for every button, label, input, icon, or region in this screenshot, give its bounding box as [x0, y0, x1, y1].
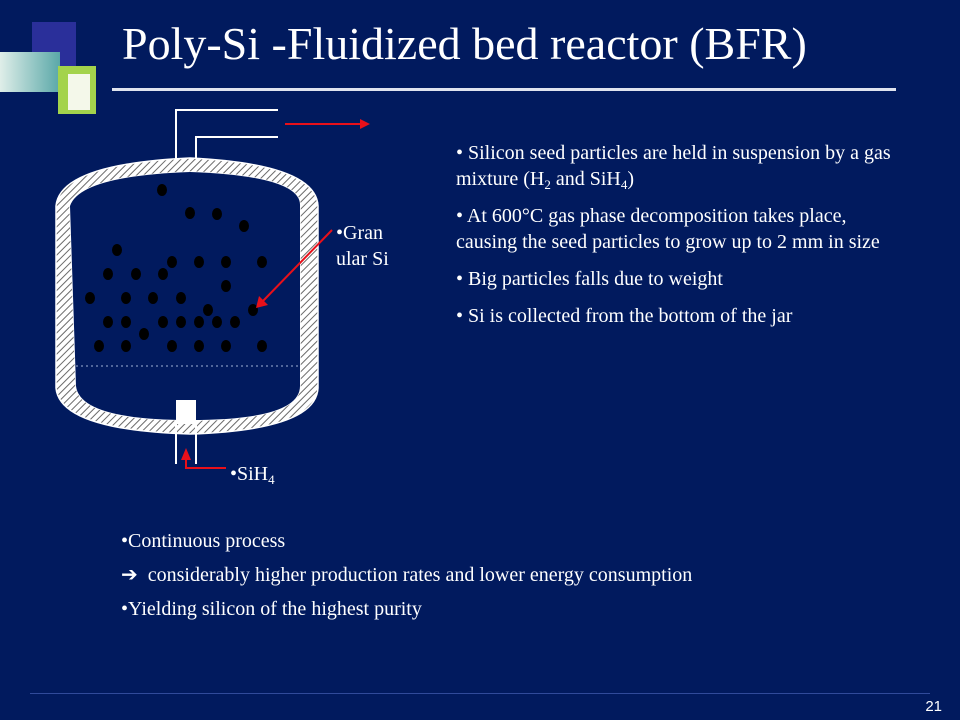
note-purity: •Yielding silicon of the highest purity	[121, 598, 422, 620]
note-production: ➔ considerably higher production rates a…	[121, 562, 841, 588]
bullet-item: • Silicon seed particles are held in sus…	[456, 140, 896, 192]
deco-square-teal	[0, 52, 60, 92]
deco-square-white	[68, 74, 90, 110]
note-continuous: •Continuous process	[121, 530, 286, 552]
bullet-1-post: )	[627, 168, 634, 190]
label-sih4-inlet: •SiH4	[230, 461, 275, 487]
note-production-text: considerably higher production rates and…	[137, 564, 693, 586]
inlet-arrow	[185, 460, 226, 469]
inlet-pipe	[175, 400, 197, 464]
label-inlet-sub: 4	[268, 472, 275, 487]
label-granular-line1: •Gran	[336, 222, 383, 244]
bullet-1-sub-sih4: 4	[620, 177, 628, 192]
bullet-list: • Silicon seed particles are held in sus…	[456, 140, 896, 340]
label-inlet-prefix: •SiH	[230, 463, 269, 485]
bullet-item: • Big particles falls due to weight	[456, 268, 723, 290]
bottom-notes: •Continuous process ➔ considerably highe…	[121, 528, 841, 630]
bullet-1-mid: and SiH	[550, 168, 621, 190]
bullet-item: • Si is collected from the bottom of the…	[456, 305, 793, 327]
bullet-item: • At 600°C gas phase decomposition takes…	[456, 205, 880, 253]
title-underline	[112, 88, 896, 91]
outlet-arrowhead	[360, 119, 370, 129]
granular-pointer-line	[261, 229, 333, 303]
footer-divider	[30, 693, 930, 694]
arrow-right-icon: ➔	[121, 564, 138, 586]
bullet-1-sub-h2: 2	[544, 177, 551, 192]
granular-pointer-head	[256, 296, 268, 308]
page-number: 21	[925, 698, 942, 715]
inlet-arrowhead	[181, 448, 191, 460]
bullet-1-pre: • Silicon seed particles are held in sus…	[456, 142, 891, 190]
label-granular-si: •Gran ular Si	[336, 220, 389, 272]
slide-title: Poly-Si -Fluidized bed reactor (BFR)	[122, 18, 807, 69]
label-granular-line2: ular Si	[336, 248, 389, 270]
granular-particles	[85, 184, 267, 352]
